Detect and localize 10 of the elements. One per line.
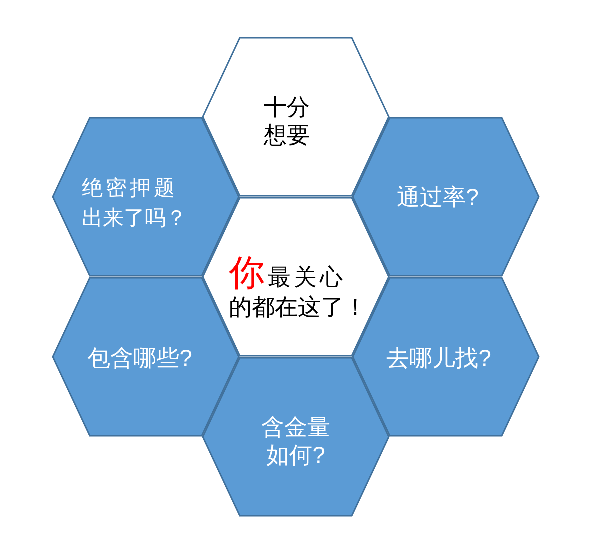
hexagon-text: 通过率? xyxy=(397,183,479,211)
hexagon-text: 包含哪些? xyxy=(88,344,192,372)
hexagon xyxy=(352,117,540,277)
hexagon-text: 绝密押题出来了吗？ xyxy=(82,176,188,232)
hexagon xyxy=(352,277,540,437)
hexagon-text: 你最关心的都在这了！ xyxy=(229,258,368,322)
hexagon-text: 去哪儿找? xyxy=(386,344,492,372)
hexagon-text: 含金量如何? xyxy=(260,413,332,469)
hexagon xyxy=(202,37,390,197)
hexagon-text: 十分想要 xyxy=(263,93,311,149)
